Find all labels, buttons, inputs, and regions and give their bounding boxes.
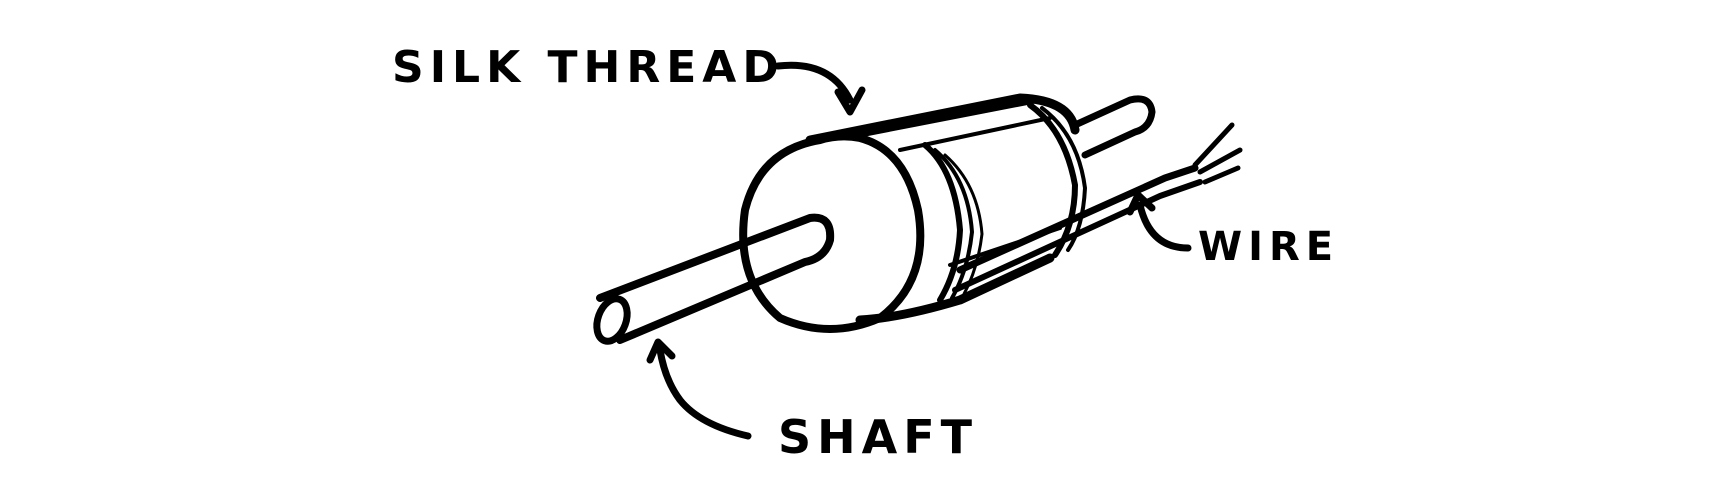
shaft-far-end <box>1071 95 1156 159</box>
arrow-shaft <box>646 338 752 440</box>
arrow-wire <box>1126 191 1192 252</box>
label-shaft: SHAFT <box>778 410 979 464</box>
shaft-near <box>593 213 835 345</box>
label-wire: WIRE <box>1198 224 1340 270</box>
wire <box>952 122 1243 293</box>
cylinder-body <box>739 93 1087 333</box>
arrow-silk-thread <box>774 61 866 116</box>
label-silk-thread: SILK THREAD <box>392 42 785 93</box>
